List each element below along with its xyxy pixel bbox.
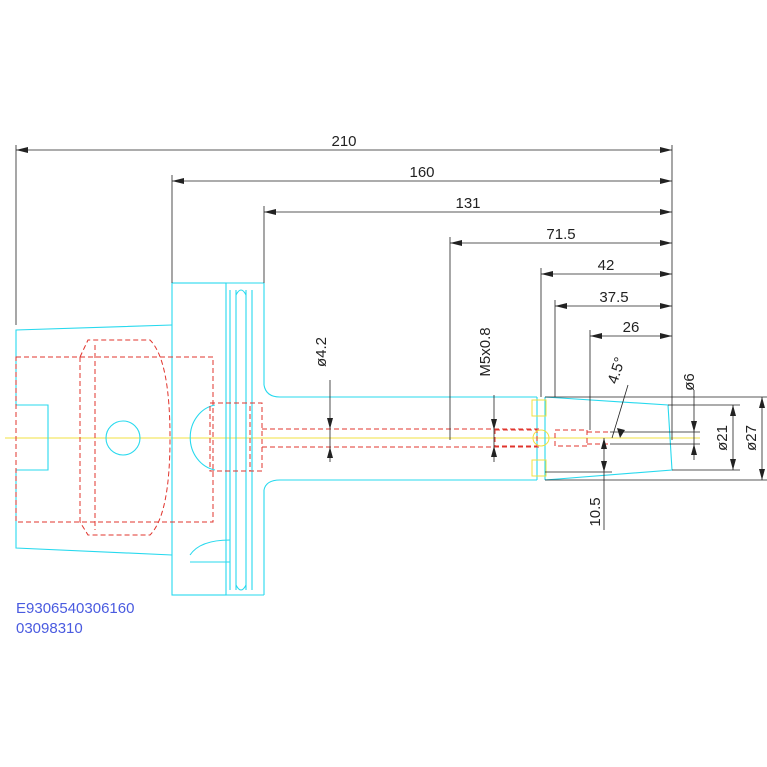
dimension-42: 42 [598, 257, 615, 274]
vertical-dimensions [327, 380, 767, 530]
part-code-line-1: E9306540306160 [16, 600, 134, 617]
seal-detail [531, 399, 550, 477]
part-code-line-2: 03098310 [16, 620, 83, 637]
horizontal-dimensions [15, 145, 673, 440]
dimension-thread-m5: M5x0.8 [477, 327, 494, 376]
dimension-dia-21: ø21 [714, 425, 731, 451]
dimension-angle-4-5: 4.5° [604, 355, 628, 386]
dimension-10-5: 10.5 [587, 497, 604, 526]
dimension-dia-4-2: ø4.2 [313, 337, 330, 367]
dimension-37-5: 37.5 [599, 289, 628, 306]
dimension-160: 160 [409, 164, 434, 181]
dimension-26: 26 [623, 319, 640, 336]
dimension-71-5: 71.5 [546, 226, 575, 243]
dimension-dia-6: ø6 [681, 373, 698, 391]
hidden-lines [15, 339, 610, 536]
dimension-210: 210 [331, 133, 356, 150]
dimension-131: 131 [455, 195, 480, 212]
dimension-dia-27: ø27 [743, 425, 760, 451]
tool-holder-outline [15, 282, 673, 596]
